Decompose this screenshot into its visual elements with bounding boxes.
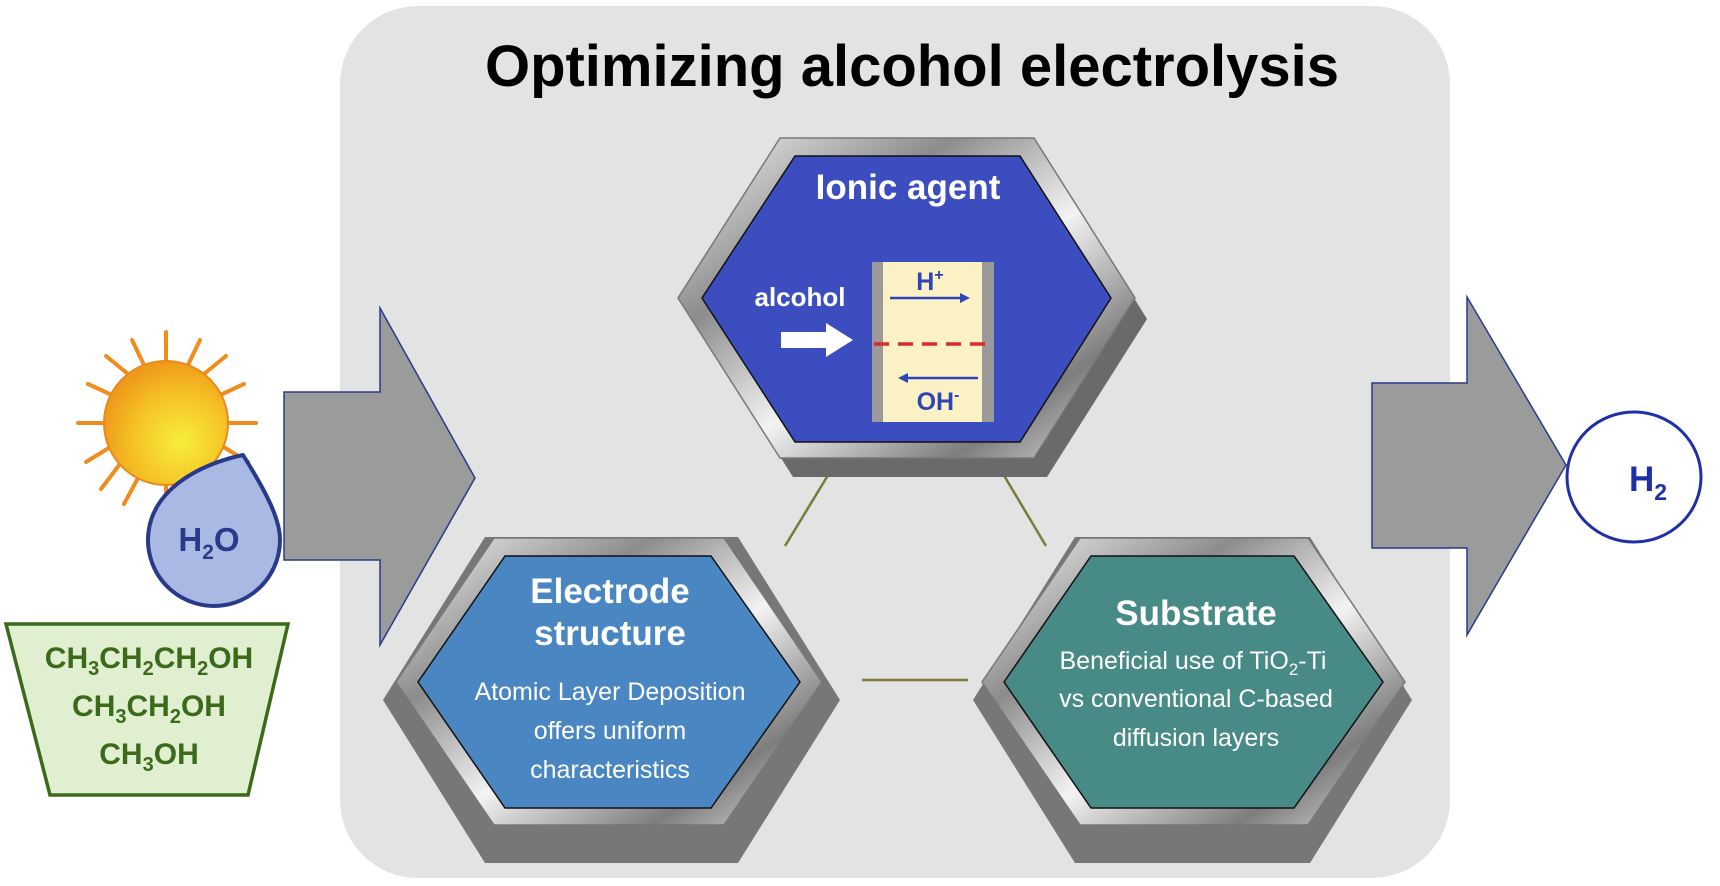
formula-part: 2: [143, 658, 154, 680]
anion-arrow-icon: [898, 373, 978, 383]
formula-part: CH: [127, 690, 170, 723]
water-tail: O: [214, 521, 240, 558]
water-drop-icon: H2O: [146, 453, 282, 608]
cation-label: H+: [916, 267, 943, 296]
formula-part: 3: [88, 658, 99, 680]
h2-subscript: 2: [1654, 479, 1667, 505]
electrode-structure-hexagon: Electrode structure Atomic Layer Deposit…: [383, 537, 840, 863]
formula-part: OH: [181, 690, 226, 723]
formula-part: CH: [99, 642, 142, 675]
substrate-hexagon: Substrate Beneficial use of TiO2-Ti vs c…: [973, 537, 1412, 863]
formula-part: CH: [99, 738, 142, 771]
substrate-title: Substrate: [1115, 594, 1276, 633]
alcohol-formula-ethanol: CH3CH2OH: [72, 690, 226, 728]
ionic-agent-hexagon: Ionic agent alcohol H+ OH-: [677, 137, 1147, 477]
hydrogen-output: H2: [1565, 410, 1703, 544]
sun-icon: [76, 330, 258, 512]
alcohol-arrow-icon: [781, 323, 853, 357]
svg-text:H2: H2: [1629, 460, 1667, 505]
output-arrow: [1371, 294, 1567, 638]
formula-part: CH: [154, 642, 197, 675]
electrode-body-line3: characteristics: [530, 756, 690, 784]
electrode-body-line2: offers uniform: [534, 717, 686, 745]
svg-text:H2O: H2O: [178, 521, 239, 564]
formula-part: 2: [170, 706, 181, 728]
diagram-title: Optimizing alcohol electrolysis: [485, 34, 1339, 99]
substrate-body-line1: Beneficial use of TiO2-Ti: [1060, 647, 1327, 679]
water-base: H: [178, 521, 202, 558]
alcohol-formula-methanol: CH3OH: [99, 738, 198, 776]
electrode-title-line1: Electrode: [530, 572, 690, 611]
h2-base: H: [1629, 460, 1654, 499]
formula-part: CH: [45, 642, 88, 675]
formula-part: OH: [208, 642, 253, 675]
electrode-title-line2: structure: [534, 614, 686, 653]
electrode-body-line1: Atomic Layer Deposition: [475, 678, 746, 706]
anion-label: OH-: [917, 387, 960, 416]
formula-part: CH: [72, 690, 115, 723]
alcohol-formula-propanol: CH3CH2CH2OH: [45, 642, 253, 680]
formula-part: 3: [115, 706, 126, 728]
ionic-agent-title: Ionic agent: [816, 168, 1001, 207]
input-arrow: [283, 305, 476, 648]
formula-part: 3: [143, 754, 154, 776]
substrate-body-line2: vs conventional C-based: [1059, 685, 1333, 713]
cation-arrow-icon: [890, 293, 970, 303]
alcohol-feed-box: CH3CH2CH2OH CH3CH2OH CH3OH: [3, 622, 291, 797]
formula-part: OH: [154, 738, 199, 771]
formula-part: 2: [197, 658, 208, 680]
membrane-icon: [872, 262, 994, 422]
substrate-body-line3: diffusion layers: [1113, 724, 1279, 752]
alcohol-label: alcohol: [754, 282, 845, 312]
water-subscript: 2: [202, 541, 214, 564]
